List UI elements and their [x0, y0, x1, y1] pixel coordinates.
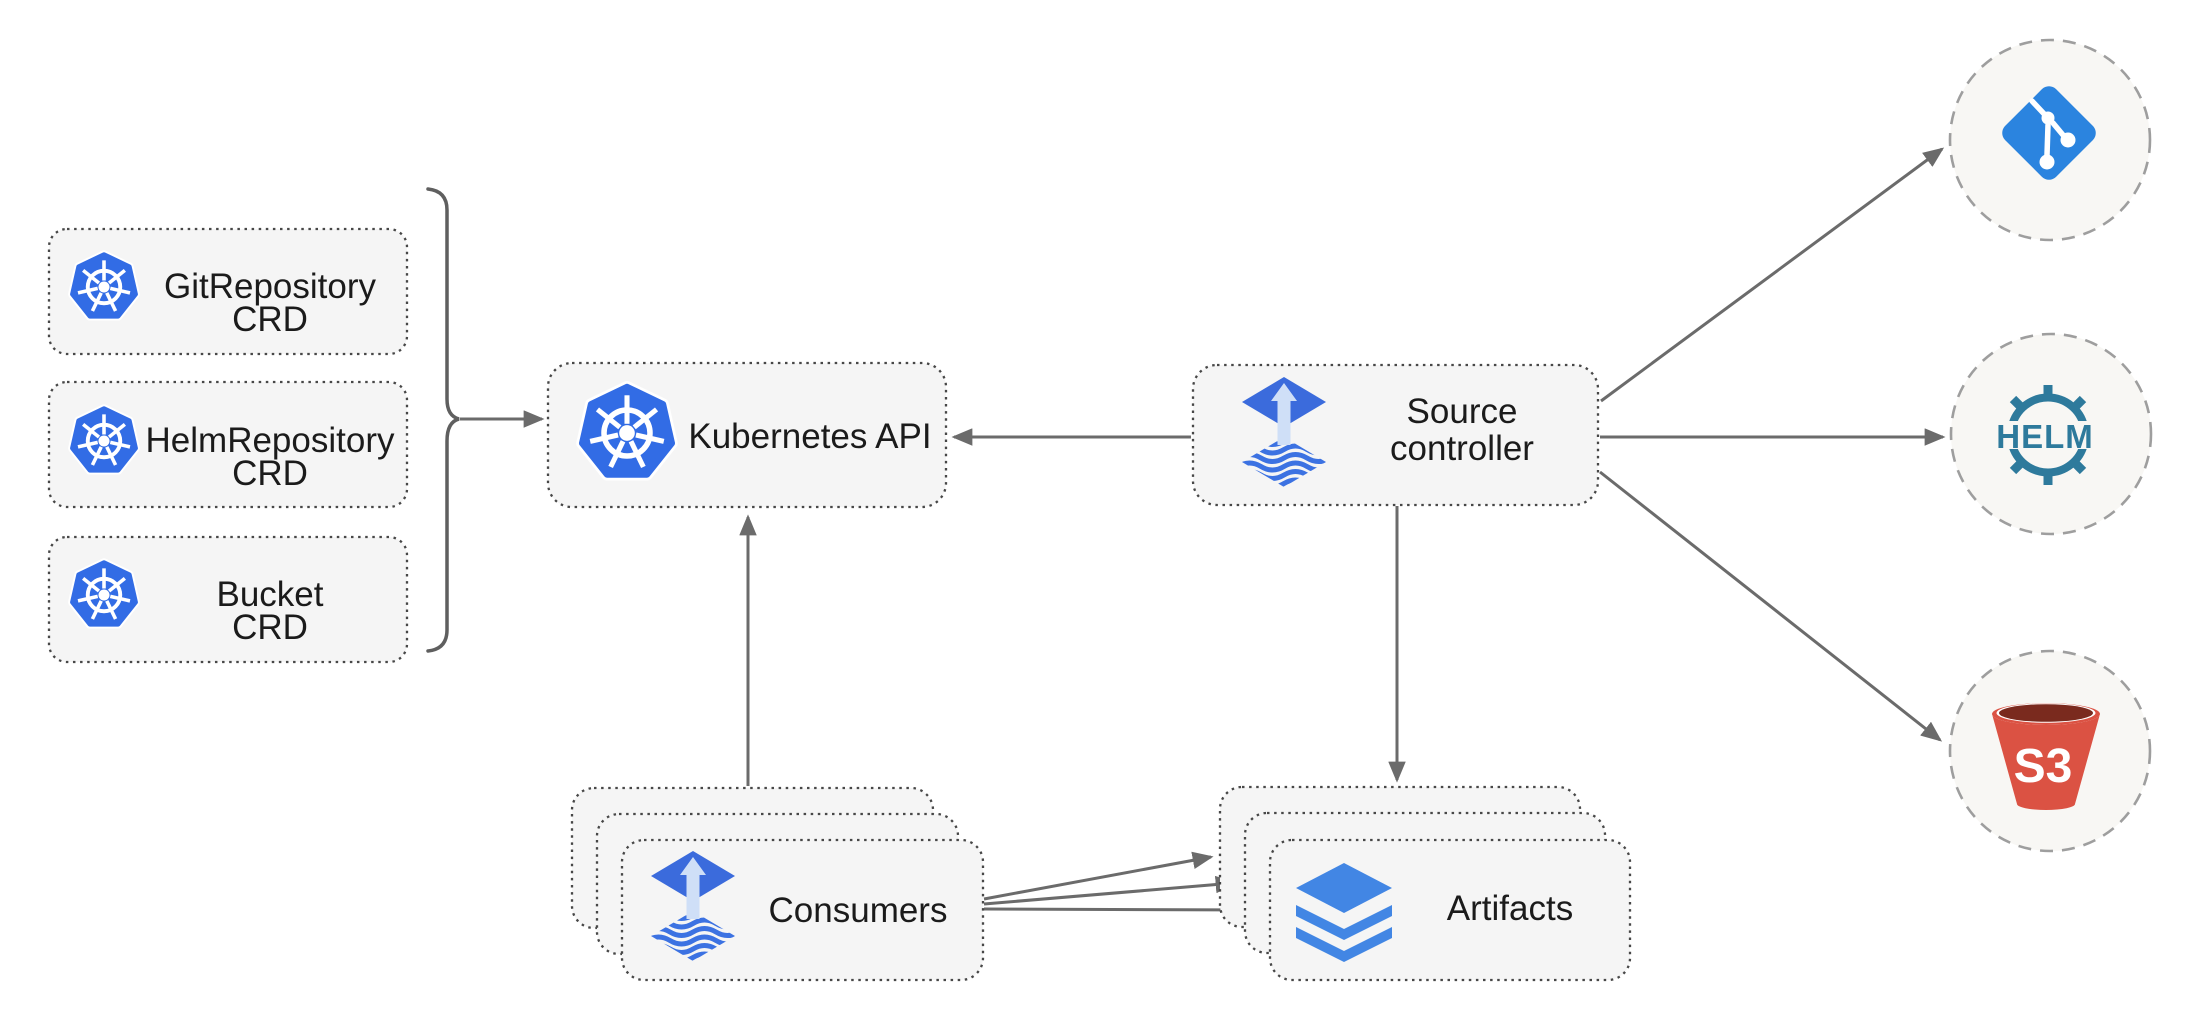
node-label: Kubernetes API [688, 417, 931, 456]
node-kubernetes-api: Kubernetes API [546, 361, 948, 509]
node-consumers: Consumers [570, 786, 985, 982]
external-git [1948, 38, 2152, 242]
node-box [47, 380, 409, 509]
arrow-source-controller-to-s3 [1599, 470, 1943, 742]
kubernetes-icon [72, 409, 135, 471]
kubernetes-icon [582, 387, 672, 474]
node-box [47, 227, 409, 356]
s3-bucket-icon: S3 [1992, 703, 2100, 810]
node-label-line2: CRD [232, 454, 308, 493]
arrow-consumers-to-artifacts-1 [983, 851, 1214, 901]
node-bucket-crd: Bucket CRD [47, 535, 409, 664]
node-label-line2: CRD [232, 300, 308, 339]
s3-icon-text: S3 [2014, 740, 2073, 793]
git-icon [2002, 86, 2096, 180]
arrow-consumers-to-artifacts-3 [983, 901, 1262, 919]
node-label-line1: HelmRepository [146, 421, 395, 460]
arrow-consumers-to-artifacts-2 [983, 875, 1237, 906]
crd-group: GitRepository CRD HelmRepository CRD Buc… [47, 187, 460, 664]
node-label: Consumers [769, 891, 948, 930]
helm-icon-text: HELM [1996, 418, 2094, 455]
arrow-source-controller-to-git [1600, 147, 1945, 403]
node-gitrepository-crd: GitRepository CRD [47, 227, 409, 356]
external-sources-group: HELM S3 [1948, 38, 2153, 853]
node-helmrepository-crd: HelmRepository CRD [47, 380, 409, 509]
external-helm: HELM [1949, 332, 2153, 536]
curly-bracket [426, 187, 460, 653]
node-label-line2: CRD [232, 608, 308, 647]
kubernetes-icon [72, 255, 135, 317]
kubernetes-icon [72, 563, 135, 625]
node-label-line1: Bucket [217, 575, 324, 614]
helm-icon: HELM [1996, 385, 2100, 485]
node-source-controller: Source controller [1191, 363, 1600, 507]
edges-group [460, 147, 1946, 919]
node-label-line1: Source [1407, 392, 1518, 431]
node-label: Artifacts [1447, 889, 1573, 928]
node-label-line2: controller [1390, 429, 1534, 468]
node-label-line1: GitRepository [164, 267, 377, 306]
node-box [47, 535, 409, 664]
node-artifacts: Artifacts [1218, 785, 1632, 982]
external-s3: S3 [1948, 649, 2152, 853]
layers-icon [1296, 863, 1392, 962]
